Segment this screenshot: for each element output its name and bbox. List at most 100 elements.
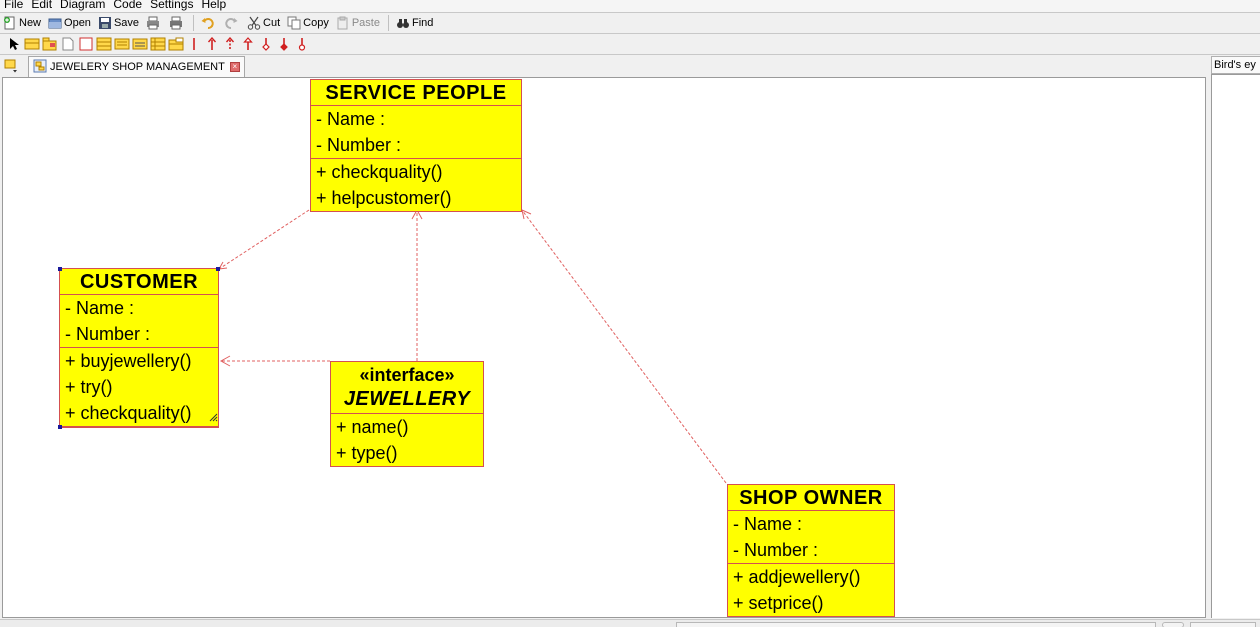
new-label: New bbox=[19, 17, 42, 29]
tab-jewelery-shop-management[interactable]: JEWELERY SHOP MANAGEMENT × bbox=[28, 56, 245, 77]
class-customer[interactable]: CUSTOMER - Name : - Number : + buyjewell… bbox=[58, 267, 220, 429]
new-button[interactable]: New bbox=[0, 14, 44, 32]
template-class-tool[interactable] bbox=[167, 36, 184, 52]
status-field bbox=[676, 622, 1156, 627]
copy-icon bbox=[287, 16, 301, 30]
paste-icon bbox=[336, 16, 350, 30]
save-disk-icon bbox=[98, 16, 112, 30]
aggregation-relation-tool[interactable] bbox=[257, 36, 274, 52]
redo-button[interactable] bbox=[221, 14, 243, 32]
printer-icon bbox=[146, 16, 160, 30]
selection-handle[interactable] bbox=[58, 425, 62, 429]
line-relation-tool[interactable] bbox=[185, 36, 202, 52]
method: + addjewellery() bbox=[733, 567, 861, 587]
dashed-arrow-relation-tool[interactable] bbox=[221, 36, 238, 52]
birds-eye-tab[interactable]: Bird's ey bbox=[1211, 56, 1260, 74]
stereotype: «interface» bbox=[359, 365, 455, 385]
resize-grip-icon[interactable] bbox=[208, 409, 218, 427]
class-service-people[interactable]: SERVICE PEOPLE - Name : - Number : + che… bbox=[310, 79, 522, 212]
toolbar-divider bbox=[193, 15, 195, 31]
interface-name: JEWELLERY bbox=[343, 388, 471, 410]
class-name: CUSTOMER bbox=[60, 269, 218, 295]
tab-close-icon[interactable]: × bbox=[229, 62, 240, 72]
diagram-canvas[interactable]: SERVICE PEOPLE - Name : - Number : + che… bbox=[2, 77, 1206, 618]
provided-interface-relation-tool[interactable] bbox=[293, 36, 310, 52]
method: + helpcustomer() bbox=[316, 188, 452, 208]
zoom-icon[interactable] bbox=[1162, 622, 1184, 627]
copy-button[interactable]: Copy bbox=[284, 14, 332, 32]
status-field bbox=[1190, 622, 1256, 627]
find-label: Find bbox=[411, 17, 434, 29]
method: + checkquality() bbox=[316, 162, 443, 182]
cut-button[interactable]: Cut bbox=[244, 14, 283, 32]
attribute: - Name : bbox=[733, 514, 803, 534]
diagram-tab-row: JEWELERY SHOP MANAGEMENT × bbox=[0, 55, 1210, 77]
methods-section: + name() + type() bbox=[331, 414, 483, 466]
attribute: - Number : bbox=[733, 540, 819, 560]
relation-layer bbox=[218, 208, 727, 484]
method: + type() bbox=[336, 443, 398, 463]
menu-code[interactable]: Code bbox=[113, 0, 143, 11]
menu-file[interactable]: File bbox=[4, 0, 24, 11]
methods-section: + buyjewellery() + try() + checkquality(… bbox=[60, 348, 218, 427]
status-bar bbox=[0, 619, 1260, 627]
relation-jewellery-to-customer[interactable] bbox=[219, 355, 330, 367]
print-preview-button[interactable] bbox=[166, 14, 188, 32]
grid-element-tool[interactable] bbox=[149, 36, 166, 52]
element-toolbar-separator bbox=[0, 54, 1260, 55]
attributes-section: - Name : - Number : bbox=[311, 106, 521, 159]
birds-eye-view[interactable] bbox=[1211, 74, 1260, 618]
menu-settings[interactable]: Settings bbox=[150, 0, 194, 11]
methods-section: + addjewellery() + setprice() bbox=[728, 564, 894, 616]
menu-help[interactable]: Help bbox=[201, 0, 227, 11]
note-element-tool[interactable] bbox=[59, 36, 76, 52]
open-label: Open bbox=[64, 17, 91, 29]
package-element-tool[interactable] bbox=[41, 36, 58, 52]
undo-button[interactable] bbox=[198, 14, 220, 32]
printer-icon bbox=[169, 16, 183, 30]
open-button[interactable]: Open bbox=[45, 14, 94, 32]
relation-shop-owner-to-service-people[interactable] bbox=[521, 209, 727, 484]
table-element-tool[interactable] bbox=[95, 36, 112, 52]
class-name: SERVICE PEOPLE bbox=[311, 80, 521, 106]
selection-handle[interactable] bbox=[58, 267, 62, 271]
relation-service-people-to-customer[interactable] bbox=[218, 209, 310, 270]
frame-element-tool[interactable] bbox=[77, 36, 94, 52]
tab-list-icon[interactable] bbox=[3, 58, 21, 74]
paste-label: Paste bbox=[351, 17, 380, 29]
save-button[interactable]: Save bbox=[95, 14, 142, 32]
attributes-section: - Name : - Number : bbox=[60, 295, 218, 348]
interface-element-tool[interactable] bbox=[113, 36, 130, 52]
menu-edit[interactable]: Edit bbox=[31, 0, 53, 11]
element-toolbar bbox=[0, 34, 1260, 54]
relation-jewellery-to-service-people[interactable] bbox=[411, 208, 423, 361]
menu-bar: File Edit Diagram Code Settings Help bbox=[0, 0, 1260, 12]
selection-handle[interactable] bbox=[216, 267, 220, 271]
class-element-tool[interactable] bbox=[23, 36, 40, 52]
method: + setprice() bbox=[733, 593, 824, 613]
tab-label: JEWELERY SHOP MANAGEMENT bbox=[50, 61, 225, 73]
menu-diagram[interactable]: Diagram bbox=[60, 0, 106, 11]
abstract-class-tool[interactable] bbox=[131, 36, 148, 52]
new-file-icon bbox=[3, 16, 17, 30]
interface-header: «interface» JEWELLERY bbox=[331, 362, 483, 414]
toolbar-divider bbox=[387, 15, 389, 31]
paste-button[interactable]: Paste bbox=[333, 14, 383, 32]
save-label: Save bbox=[113, 17, 140, 29]
interface-jewellery[interactable]: «interface» JEWELLERY + name() + type() bbox=[330, 361, 484, 467]
composition-relation-tool[interactable] bbox=[275, 36, 292, 52]
attribute: - Number : bbox=[65, 324, 151, 344]
method: + checkquality() bbox=[65, 403, 192, 423]
methods-section: + checkquality() + helpcustomer() bbox=[311, 159, 521, 211]
find-button[interactable]: Find bbox=[393, 14, 436, 32]
attribute: - Name : bbox=[316, 109, 386, 129]
undo-icon bbox=[201, 16, 215, 30]
arrow-relation-tool[interactable] bbox=[203, 36, 220, 52]
inheritance-relation-tool[interactable] bbox=[239, 36, 256, 52]
birds-eye-label: Bird's ey bbox=[1214, 59, 1256, 71]
attribute: - Number : bbox=[316, 135, 402, 155]
class-shop-owner[interactable]: SHOP OWNER - Name : - Number : + addjewe… bbox=[727, 484, 895, 617]
print-button[interactable] bbox=[143, 14, 165, 32]
select-pointer-tool[interactable] bbox=[5, 36, 22, 52]
